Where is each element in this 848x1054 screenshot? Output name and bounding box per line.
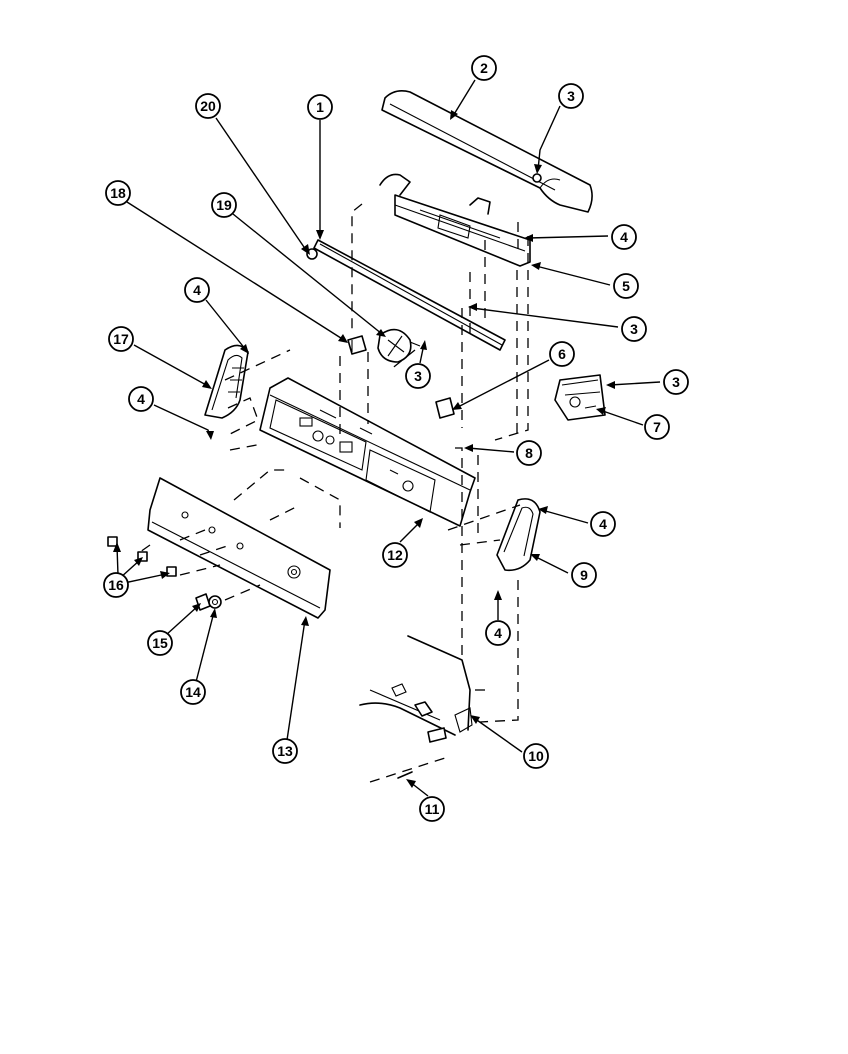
callout-4-right-bottom-label: 4 (494, 625, 502, 641)
callout-6: 6 (549, 341, 575, 367)
part-18-switch (347, 335, 367, 355)
callout-10-label: 10 (528, 748, 544, 764)
callout-4-right-top-label: 4 (599, 516, 607, 532)
callout-13-label: 13 (277, 743, 293, 759)
callout-3-timer: 3 (663, 369, 689, 395)
callout-18: 18 (105, 180, 131, 206)
callout-17-label: 17 (113, 331, 129, 347)
callout-2-label: 2 (480, 60, 488, 76)
callout-18-label: 18 (110, 185, 126, 201)
callout-3-selector: 3 (405, 363, 431, 389)
callout-9: 9 (571, 562, 597, 588)
callout-4-left-bottom: 4 (128, 386, 154, 412)
callout-1-label: 1 (316, 99, 324, 115)
callout-1: 1 (307, 94, 333, 120)
callout-14-label: 14 (185, 684, 201, 700)
callout-6-label: 6 (558, 346, 566, 362)
part-13-front-facia (147, 477, 331, 619)
part-16-buttons (107, 536, 177, 577)
callout-16-label: 16 (108, 577, 124, 593)
callout-11-label: 11 (425, 801, 440, 817)
callout-3-top-label: 3 (567, 88, 575, 104)
callout-13: 13 (272, 738, 298, 764)
callout-19: 19 (211, 192, 237, 218)
callout-8: 8 (516, 440, 542, 466)
callout-3-mid: 3 (621, 316, 647, 342)
callout-14: 14 (180, 679, 206, 705)
part-17-left-endcap (204, 344, 249, 419)
callout-17: 17 (108, 326, 134, 352)
callout-3-selector-label: 3 (414, 368, 422, 384)
callout-15-label: 15 (152, 635, 168, 651)
callout-20-label: 20 (200, 98, 216, 114)
callout-8-label: 8 (525, 445, 533, 461)
callout-15: 15 (147, 630, 173, 656)
callout-16: 16 (103, 572, 129, 598)
callout-12-label: 12 (387, 547, 403, 563)
leader-lines (113, 79, 661, 797)
callout-12: 12 (382, 542, 408, 568)
callout-19-label: 19 (216, 197, 232, 213)
callout-4-left-top-label: 4 (193, 282, 201, 298)
callout-4-right-bottom: 4 (485, 620, 511, 646)
part-12-console-panel (259, 377, 476, 527)
callout-7-label: 7 (653, 419, 661, 435)
part-5-upper-bracket (379, 173, 531, 267)
callout-20: 20 (195, 93, 221, 119)
part-2-top-trim (381, 90, 593, 213)
part-14-knob-insert (208, 595, 222, 609)
callout-4-left-top: 4 (184, 277, 210, 303)
callout-4-right-top: 4 (590, 511, 616, 537)
alignment-lines (139, 203, 529, 723)
callout-5: 5 (613, 273, 639, 299)
callout-4-top: 4 (611, 224, 637, 250)
callout-3-timer-label: 3 (672, 374, 680, 390)
callout-4-top-label: 4 (620, 229, 628, 245)
callout-2: 2 (471, 55, 497, 81)
part-10-bottom-bracket (359, 635, 473, 743)
callout-7: 7 (644, 414, 670, 440)
callout-10: 10 (523, 743, 549, 769)
callout-3-top: 3 (558, 83, 584, 109)
part-7-timer (554, 374, 606, 421)
part-11-screw (369, 757, 446, 783)
callout-5-label: 5 (622, 278, 630, 294)
callout-3-mid-label: 3 (630, 321, 638, 337)
callout-9-label: 9 (580, 567, 588, 583)
part-6-switch (435, 397, 455, 419)
callout-11: 11 (419, 796, 445, 822)
callout-4-left-bottom-label: 4 (137, 391, 145, 407)
part-9-right-endcap (496, 498, 541, 572)
part-1-rod (306, 239, 506, 351)
